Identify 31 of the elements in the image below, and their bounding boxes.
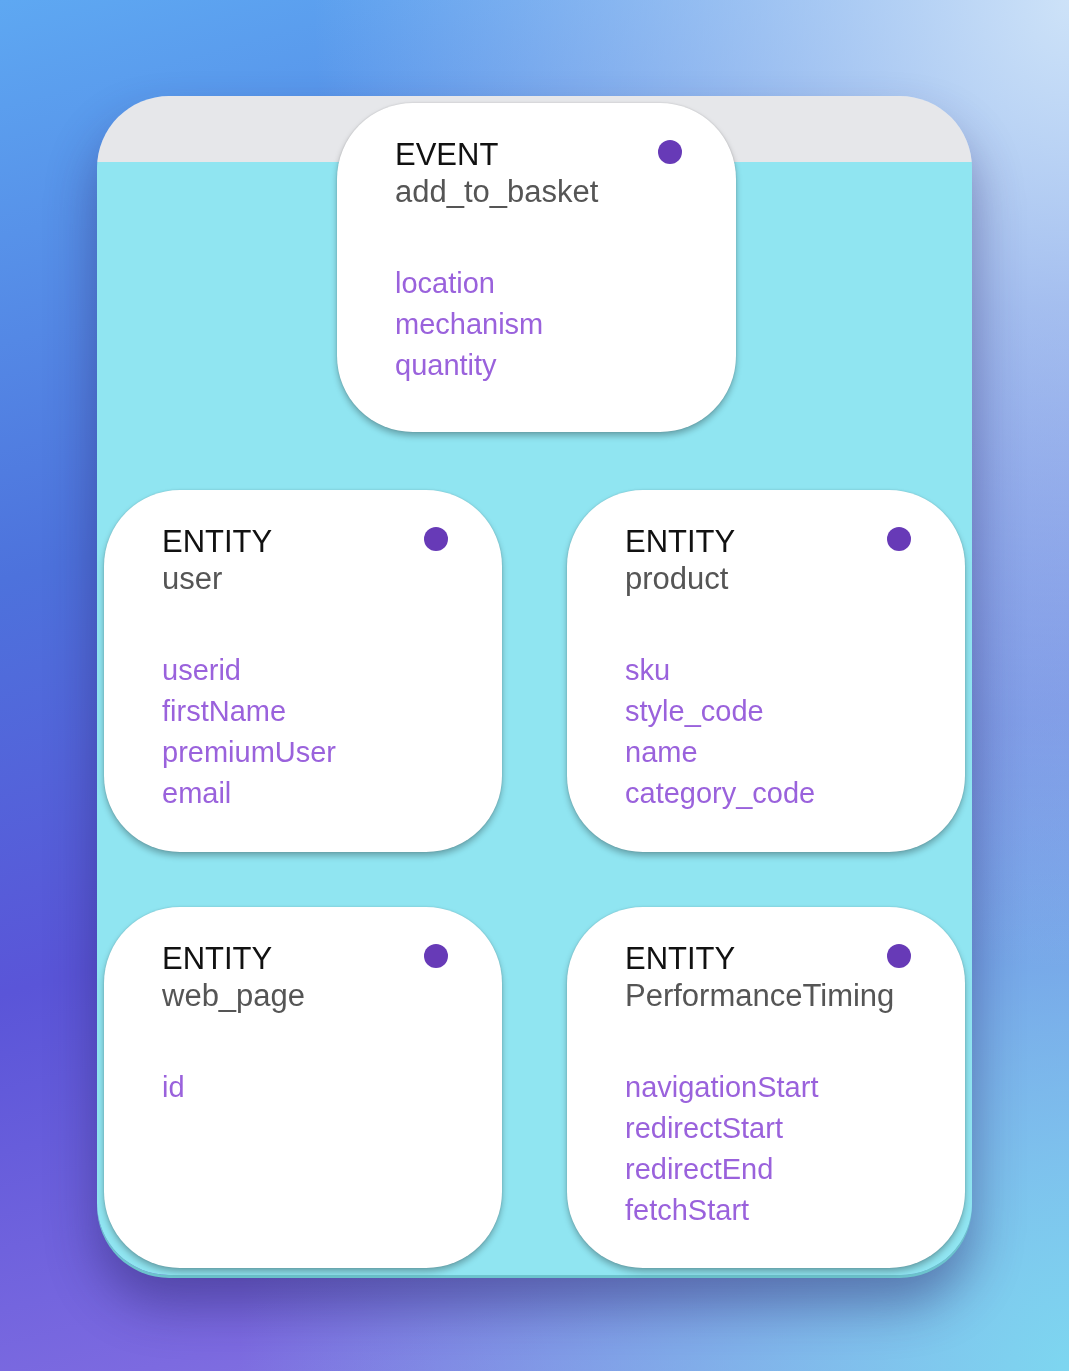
name-heading: web_page xyxy=(162,977,306,1014)
field-name: premiumUser xyxy=(162,735,337,770)
name-heading: user xyxy=(162,560,223,597)
entity-card xyxy=(567,490,965,852)
entity-card xyxy=(337,103,736,432)
field-name: location xyxy=(395,266,495,301)
field-name: category_code xyxy=(625,776,816,811)
field-name: mechanism xyxy=(395,307,544,342)
type-label: EVENT xyxy=(395,136,499,173)
type-label: ENTITY xyxy=(625,940,736,977)
field-name: sku xyxy=(625,653,671,688)
type-label: ENTITY xyxy=(162,940,273,977)
entity-card xyxy=(567,907,965,1268)
name-heading: add_to_basket xyxy=(395,173,599,210)
field-name: fetchStart xyxy=(625,1193,750,1228)
field-name: name xyxy=(625,735,698,770)
field-name: userid xyxy=(162,653,241,688)
entity-card xyxy=(104,907,502,1268)
field-name: redirectEnd xyxy=(625,1152,774,1187)
name-heading: PerformanceTiming xyxy=(625,977,895,1014)
type-label: ENTITY xyxy=(162,523,273,560)
field-name: id xyxy=(162,1070,185,1105)
field-name: redirectStart xyxy=(625,1111,783,1146)
name-heading: product xyxy=(625,560,729,597)
type-label: ENTITY xyxy=(625,523,736,560)
field-name: style_code xyxy=(625,694,764,729)
field-name: email xyxy=(162,776,232,811)
field-name: navigationStart xyxy=(625,1070,819,1105)
entity-card xyxy=(104,490,502,852)
field-name: quantity xyxy=(395,348,497,383)
field-name: firstName xyxy=(162,694,287,729)
